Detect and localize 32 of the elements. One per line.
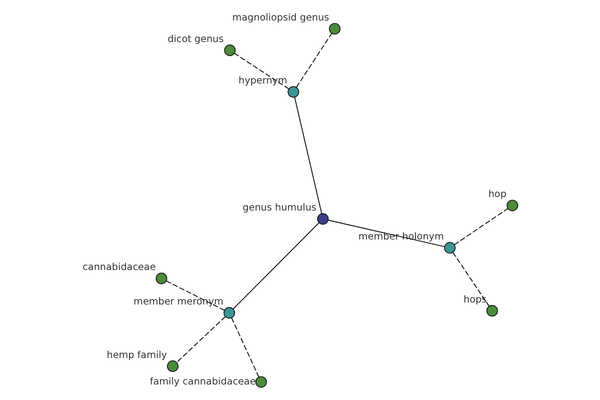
connector — [328, 220, 445, 248]
node-circle — [156, 272, 168, 284]
node-circle — [224, 307, 236, 319]
connector — [454, 208, 508, 246]
connector — [294, 96, 322, 214]
connector — [176, 316, 226, 363]
node-label: hypernym — [238, 76, 288, 87]
node-circle — [506, 200, 518, 212]
node-label: genus humulus — [242, 202, 316, 214]
connector — [234, 52, 290, 90]
connector — [232, 222, 320, 310]
connector — [296, 32, 332, 88]
node-circle — [328, 22, 340, 35]
node-circle — [255, 376, 267, 388]
connector — [231, 317, 260, 378]
node-label: hop — [488, 189, 506, 200]
node-label: member holonym — [358, 231, 444, 242]
node-label: magnoliopsid genus — [232, 12, 330, 24]
node-circle — [288, 86, 300, 98]
node-label: family cannabidaceae — [150, 376, 256, 388]
node-circle — [444, 242, 456, 254]
node-circle — [486, 304, 498, 317]
node-label: hops — [464, 294, 487, 306]
node-label: member meronym — [134, 296, 224, 308]
node-circle — [317, 213, 329, 225]
node-circle — [166, 360, 178, 372]
node-label: dicot genus — [168, 34, 224, 45]
node-circle — [224, 44, 236, 56]
connector — [452, 252, 490, 307]
connector — [166, 280, 225, 311]
node-label: hemp family — [106, 350, 168, 361]
node-label: cannabidaceae — [82, 262, 156, 274]
